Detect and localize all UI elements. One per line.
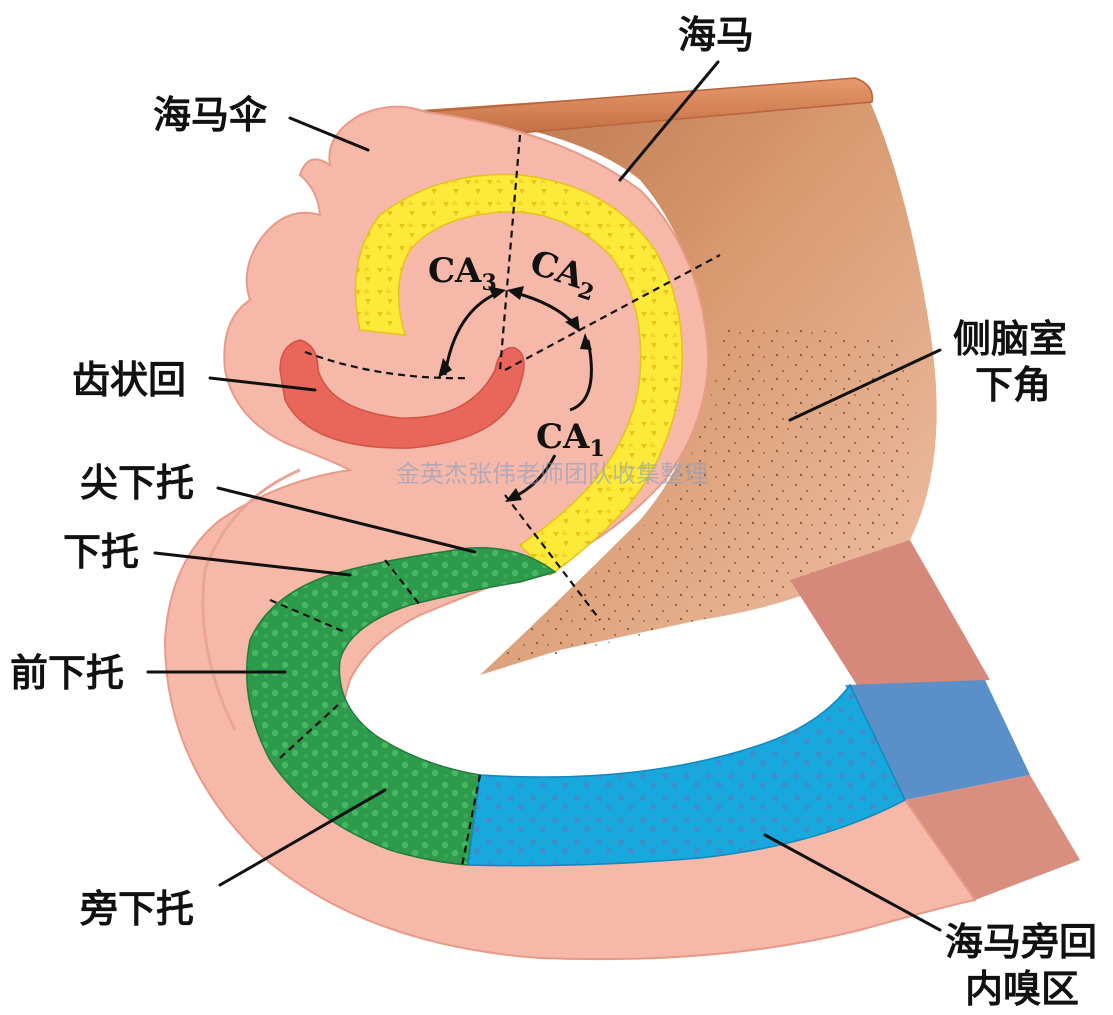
label-parasubiculum: 旁下托: [79, 887, 194, 931]
label-ventricle-1: 侧脑室: [953, 317, 1067, 361]
label-prosubiculum: 尖下托: [80, 461, 194, 505]
label-dentate-gyrus: 齿状回: [72, 358, 186, 402]
label-ventricle-2: 下角: [975, 363, 1051, 407]
label-presubiculum: 前下托: [10, 651, 124, 695]
watermark: 金英杰张伟老师团队收集整理: [396, 460, 708, 488]
label-fimbria: 海马伞: [153, 93, 268, 137]
label-entorhinal-1: 海马旁回: [945, 920, 1097, 964]
label-hippocampus: 海马: [678, 13, 754, 57]
label-entorhinal-2: 内嗅区: [965, 967, 1079, 1011]
label-subiculum: 下托: [63, 530, 139, 574]
